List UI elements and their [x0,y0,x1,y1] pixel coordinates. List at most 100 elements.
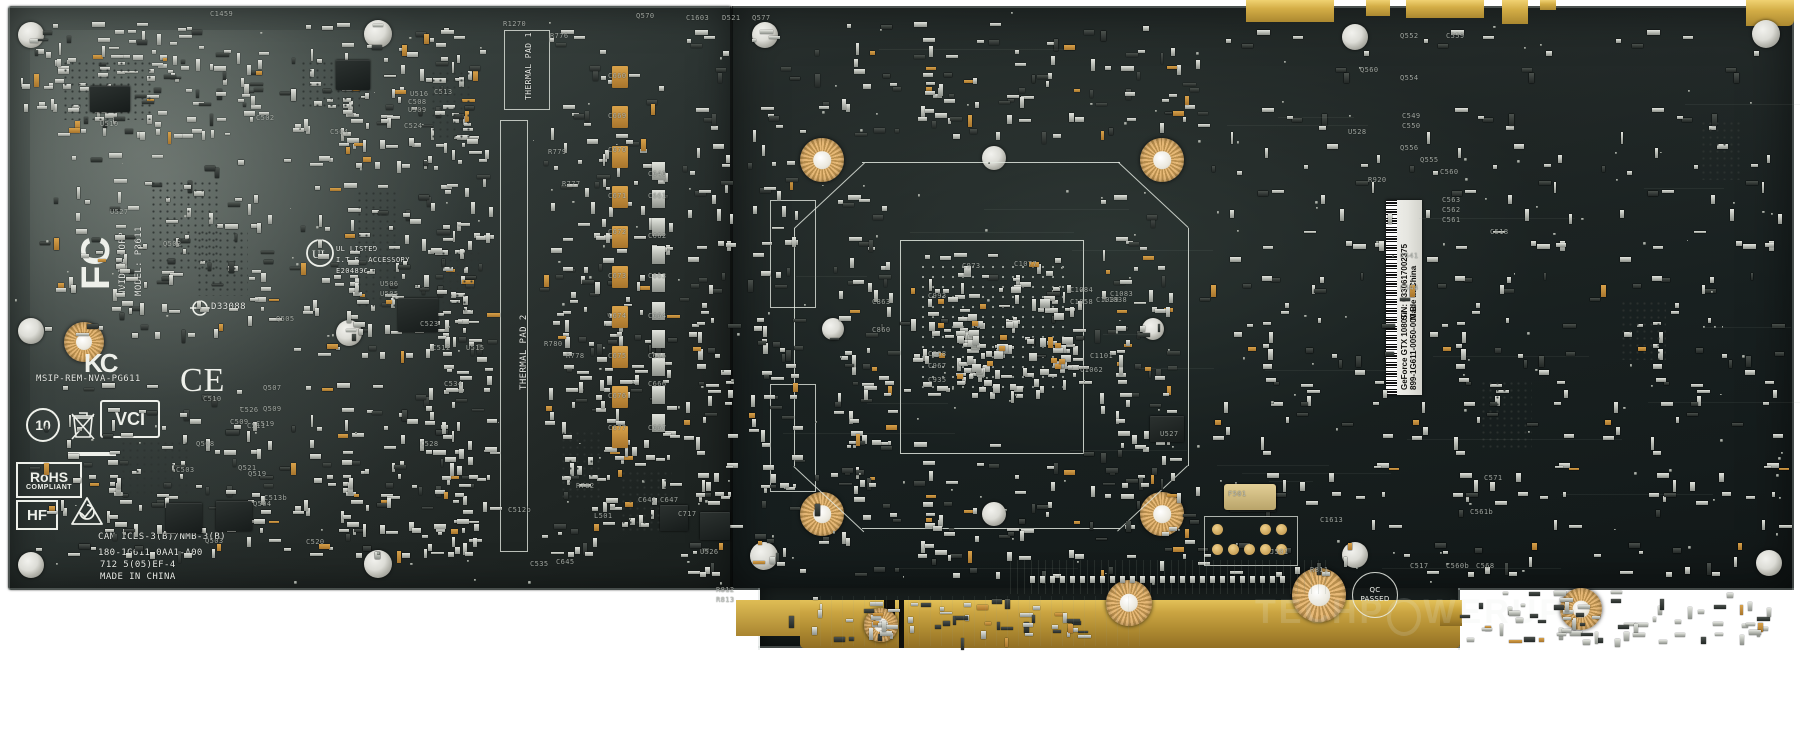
smd-component [1062,380,1067,390]
smd-component [995,132,1001,140]
smd-component [366,410,374,414]
silk-ref-c671: C671 [608,192,627,200]
smd-component [1062,612,1067,623]
smd-component [985,376,988,379]
smd-component [1036,389,1040,399]
smd-component [473,71,478,82]
smd-component [714,473,719,482]
smd-component [1165,307,1170,318]
smd-component [156,525,162,535]
smd-component [1255,560,1257,594]
smd-component [946,55,958,59]
smd-component [1748,602,1752,611]
smd-component [769,36,780,40]
smd-component [1673,548,1681,553]
smd-component [926,518,932,523]
smd-component [563,143,567,154]
smd-component [588,276,592,280]
smd-component [477,344,483,356]
smd-component [852,280,865,284]
smd-component [419,69,424,81]
smd-component [152,155,163,159]
smd-component [868,282,873,292]
smd-component [686,39,692,43]
smd-component [591,202,596,214]
smd-component [718,241,725,246]
smd-component [1456,344,1463,349]
smd-component [435,489,446,495]
smd-component [1627,171,1632,175]
smd-component [456,55,461,64]
smd-component [870,51,875,55]
smd-component [1433,171,1438,175]
smd-component [662,380,669,384]
smd-component [384,425,389,430]
smd-component [1456,246,1467,250]
smd-component [544,275,550,288]
smd-component [787,268,790,276]
smd-component [451,430,455,442]
smd-component [616,249,627,253]
smd-component [555,274,564,279]
smd-component [600,49,606,55]
smd-component [1661,278,1670,282]
smd-component [1053,462,1059,475]
smd-component [1009,383,1016,390]
smd-component [609,207,614,217]
smd-component [214,167,220,178]
smd-component [166,314,169,318]
smd-component [1502,289,1514,294]
smd-component [602,521,616,525]
smd-component [339,143,349,147]
smd-component [1264,369,1389,371]
silk-ref-r813: R813 [716,596,735,604]
smd-component [414,284,418,288]
smd-component [483,502,488,513]
smd-component [986,298,990,302]
smd-component [1427,132,1430,145]
smd-component [1537,244,1551,249]
smd-component [1090,576,1095,583]
smd-component [447,476,460,480]
smd-component [223,72,226,80]
smd-component [169,272,183,277]
smd-component [92,237,100,242]
smd-component [1513,143,1525,149]
smd-component [137,246,146,250]
smd-component [863,364,871,370]
smd-component [1457,147,1461,159]
smd-component [1039,368,1049,376]
smd-component [563,351,573,357]
smd-component [451,537,456,547]
bottom-gold-hole-2 [1106,580,1152,626]
smd-component [814,74,820,87]
smd-component [1311,362,1314,365]
smd-component [1737,543,1743,551]
smd-component [610,334,619,338]
smd-component [975,535,979,543]
smd-component [44,86,53,90]
smd-component [42,30,52,36]
smd-component [260,528,264,533]
smd-component [1229,256,1241,262]
smd-component [1780,451,1783,454]
silk-ref-c672: C672 [608,228,627,236]
smd-component [687,209,692,218]
smd-component [360,328,373,333]
smd-component [157,280,169,284]
smd-component [1701,637,1706,645]
ce-logo-icon: CE [180,362,226,399]
smd-component [597,478,607,482]
smd-component [129,270,135,274]
smd-component [586,139,598,145]
smd-component [923,72,934,78]
smd-component [204,165,215,171]
smd-component [608,340,618,344]
smd-component [136,40,147,45]
smd-component [854,573,868,577]
smd-component [879,375,889,381]
smd-component [459,483,471,488]
smd-component [1580,622,1586,627]
smd-component [967,349,980,354]
smd-component [1120,494,1134,499]
